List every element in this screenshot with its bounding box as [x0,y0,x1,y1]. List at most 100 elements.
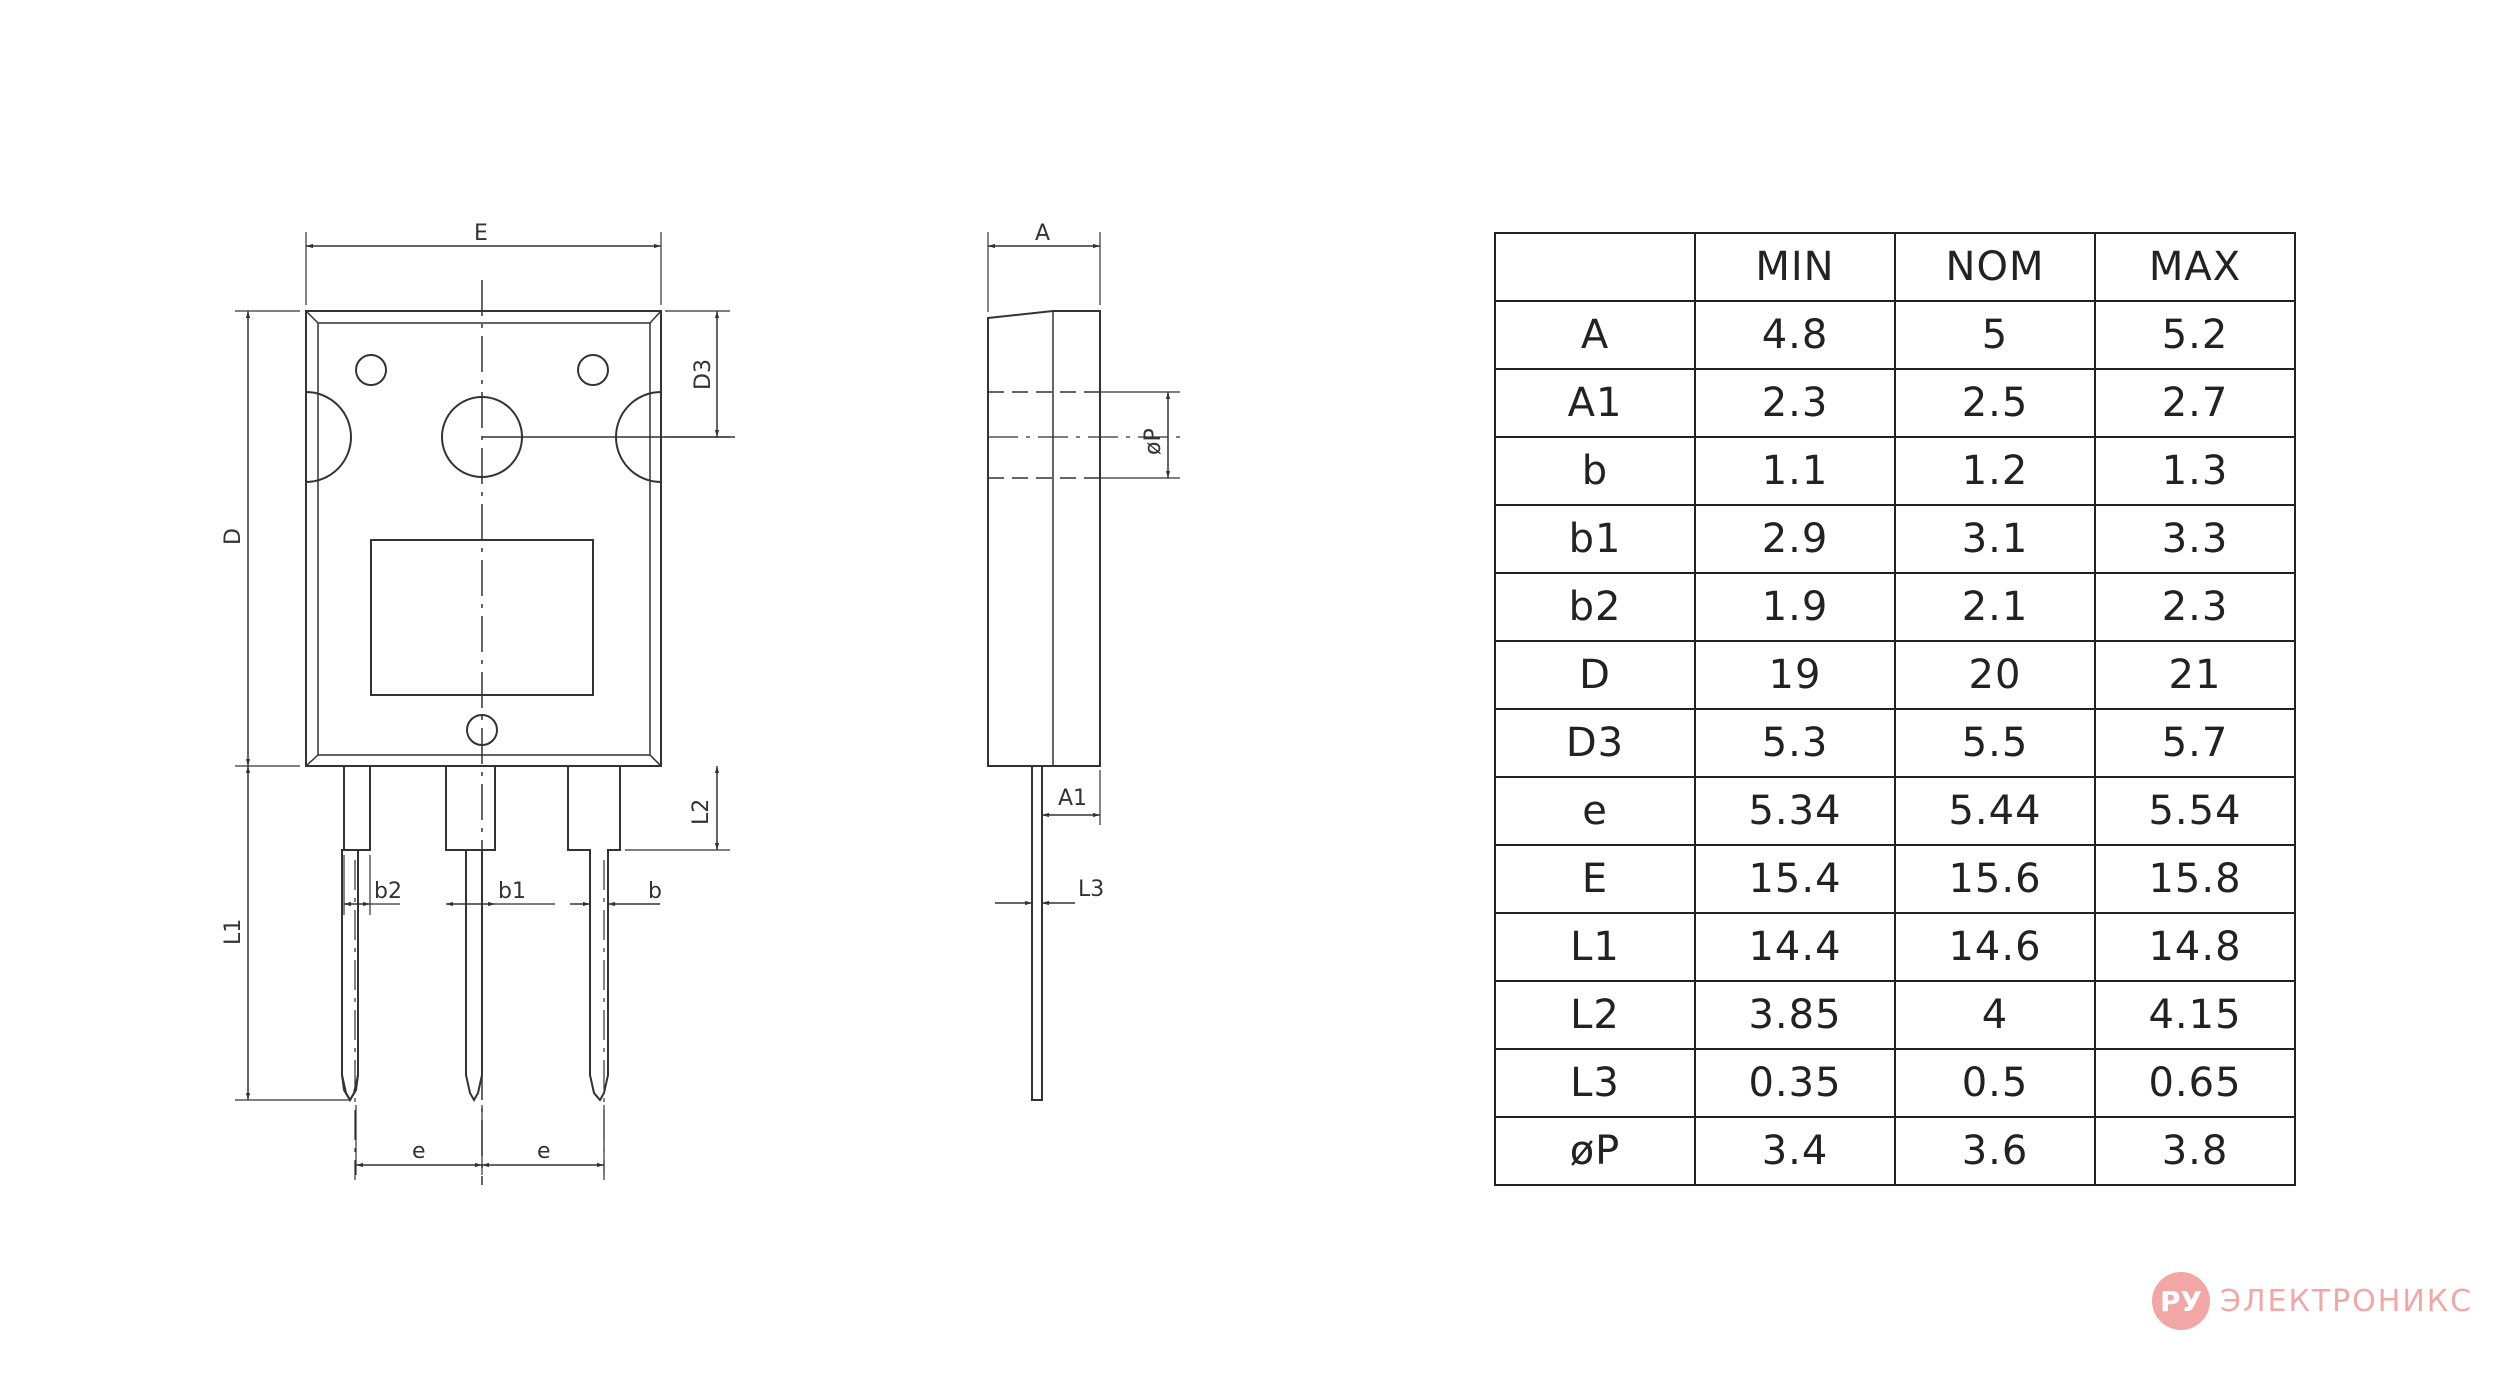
table-cell: 2.7 [2094,368,2296,438]
table-cell: 3.4 [1694,1116,1896,1186]
table-cell: 15.8 [2094,844,2296,914]
table-cell: 2.5 [1894,368,2096,438]
dimensions-table: MIN NOM MAX A 4.8 5 5.2 A1 2.3 2.5 2.7 b… [1494,232,2296,1186]
table-cell: 14.6 [1894,912,2096,982]
watermark-badge: РУ [2152,1272,2210,1330]
table-header-cell: MAX [2094,232,2296,302]
table-cell: 5.3 [1694,708,1896,778]
table-cell: 3.6 [1894,1116,2096,1186]
table-header-row: MIN NOM MAX [1494,232,2296,302]
table-row: øP 3.4 3.6 3.8 [1494,1116,2296,1186]
table-cell: L3 [1494,1048,1696,1118]
table-cell: 5.44 [1894,776,2096,846]
small-hole-left [355,354,387,386]
table-cell: 4.8 [1694,300,1896,370]
table-cell: b2 [1494,572,1696,642]
table-cell: 0.5 [1894,1048,2096,1118]
table-cell: øP [1494,1116,1696,1186]
side-body [987,310,1101,767]
table-cell: 19 [1694,640,1896,710]
label-D3: D3 [691,359,716,390]
table-row: e 5.34 5.44 5.54 [1494,776,2296,846]
table-cell: 1.1 [1694,436,1896,506]
label-E: E [474,221,488,246]
table-cell: 1.2 [1894,436,2096,506]
table-cell: 2.3 [2094,572,2296,642]
front-view [235,232,735,1185]
lead-right [567,766,621,1102]
label-L3: L3 [1078,877,1104,902]
label-b1: b1 [498,879,526,904]
table-cell: 1.3 [2094,436,2296,506]
table-row: L1 14.4 14.6 14.8 [1494,912,2296,982]
table-row: b2 1.9 2.1 2.3 [1494,572,2296,642]
table-cell: 2.3 [1694,368,1896,438]
table-cell: 3.85 [1694,980,1896,1050]
label-A: A [1035,221,1050,246]
table-cell: 14.4 [1694,912,1896,982]
side-view [987,232,1180,1101]
table-cell: 21 [2094,640,2296,710]
watermark-text: ЭЛЕКТРОНИКС [2220,1283,2474,1319]
table-row: b1 2.9 3.1 3.3 [1494,504,2296,574]
table-row: D3 5.3 5.5 5.7 [1494,708,2296,778]
label-e-left: e [412,1139,426,1164]
table-cell: 5.7 [2094,708,2296,778]
label-phiP: øP [1141,428,1166,455]
table-cell: 5.5 [1894,708,2096,778]
table-row: A1 2.3 2.5 2.7 [1494,368,2296,438]
table-cell: A1 [1494,368,1696,438]
table-row: b 1.1 1.2 1.3 [1494,436,2296,506]
table-cell: 0.35 [1694,1048,1896,1118]
label-A1: A1 [1058,786,1087,811]
watermark-logo: РУ ЭЛЕКТРОНИКС [2152,1272,2473,1330]
table-cell: 1.9 [1694,572,1896,642]
table-cell: b [1494,436,1696,506]
table-cell: 4 [1894,980,2096,1050]
table-row: E 15.4 15.6 15.8 [1494,844,2296,914]
label-b2: b2 [374,879,402,904]
table-cell: b1 [1494,504,1696,574]
table-cell: 5.34 [1694,776,1896,846]
table-cell: 14.8 [2094,912,2296,982]
table-header-cell [1494,232,1696,302]
table-cell: L2 [1494,980,1696,1050]
label-L2: L2 [689,799,714,825]
label-D: D [221,528,246,545]
table-cell: 3.3 [2094,504,2296,574]
label-b: b [648,879,662,904]
small-hole-right [577,354,609,386]
table-cell: 5.2 [2094,300,2296,370]
table-cell: 15.6 [1894,844,2096,914]
label-L1: L1 [221,919,246,945]
table-cell: 5 [1894,300,2096,370]
table-cell: 4.15 [2094,980,2296,1050]
label-e-right: e [537,1139,551,1164]
table-cell: E [1494,844,1696,914]
table-cell: 3.8 [2094,1116,2296,1186]
table-cell: D [1494,640,1696,710]
table-cell: e [1494,776,1696,846]
table-row: L2 3.85 4 4.15 [1494,980,2296,1050]
table-cell: D3 [1494,708,1696,778]
table-cell: 0.65 [2094,1048,2296,1118]
table-cell: L1 [1494,912,1696,982]
side-lead [1031,765,1043,1101]
table-cell: A [1494,300,1696,370]
table-cell: 5.54 [2094,776,2296,846]
table-cell: 2.1 [1894,572,2096,642]
table-row: L3 0.35 0.5 0.65 [1494,1048,2296,1118]
table-header-cell: MIN [1694,232,1896,302]
table-row: D 19 20 21 [1494,640,2296,710]
table-cell: 15.4 [1694,844,1896,914]
table-cell: 2.9 [1694,504,1896,574]
side-view-labels: A øP A1 L3 [1035,221,1166,902]
table-header-cell: NOM [1894,232,2096,302]
left-notch [305,391,352,483]
package-body [305,310,662,767]
table-row: A 4.8 5 5.2 [1494,300,2296,370]
front-view-labels: E D L1 D3 L2 b2 b1 b e e [221,221,716,1164]
table-cell: 3.1 [1894,504,2096,574]
lead-center [445,766,496,1103]
